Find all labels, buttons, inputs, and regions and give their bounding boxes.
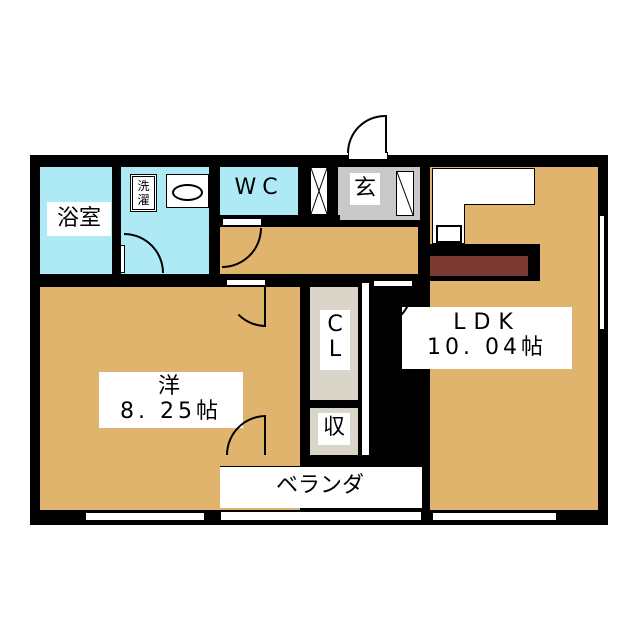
entrance-door-frame <box>348 152 388 160</box>
wc <box>220 167 298 215</box>
ldk-window[interactable] <box>432 512 557 521</box>
veranda-rail <box>220 511 422 521</box>
shoe-rack <box>396 171 414 216</box>
veranda-label: ベランダ <box>275 473 364 498</box>
washroom-door-frame <box>120 245 125 273</box>
western-room-label: 洋 8. 25帖 <box>99 372 243 428</box>
laundry-label-2: 濯 <box>137 193 150 207</box>
wc-label: WC <box>234 175 284 200</box>
closet-label-1: C <box>327 312 343 337</box>
ldk-door-frame <box>373 280 413 287</box>
western-room-size: 8. 25帖 <box>120 399 222 425</box>
kitchen-cabinet <box>430 256 528 276</box>
shoe-closet <box>310 167 328 215</box>
kitchen-counter <box>432 168 535 205</box>
right-window[interactable] <box>599 215 605 330</box>
western-door-frame <box>226 279 266 286</box>
western-room-ext <box>70 480 210 510</box>
laundry-space: 洗 濯 <box>130 174 157 212</box>
ldk-name: LDK <box>453 310 521 335</box>
veranda <box>220 466 422 508</box>
storage-label: 収 <box>318 413 350 445</box>
closet-label: C L <box>320 310 350 370</box>
bathroom-label: 浴室 <box>47 202 111 236</box>
washbasin-bowl-icon <box>172 184 203 201</box>
hallway-wall <box>298 215 340 227</box>
ldk-size: 10. 04帖 <box>427 335 547 361</box>
closet-label-2: L <box>328 337 342 363</box>
refrigerator <box>436 225 462 243</box>
laundry-label-1: 洗 <box>137 179 150 193</box>
western-room-window[interactable] <box>85 512 205 521</box>
western-room-name: 洋 <box>157 374 184 399</box>
entrance-label: 玄 <box>350 173 380 205</box>
closet-cross-icon <box>310 167 328 215</box>
sliding-door-track[interactable] <box>361 283 370 455</box>
wc-door-frame <box>222 218 262 226</box>
ldk-label: LDK 10. 04帖 <box>402 307 572 369</box>
rack-line-icon <box>396 171 414 216</box>
entrance-door[interactable] <box>347 115 387 153</box>
